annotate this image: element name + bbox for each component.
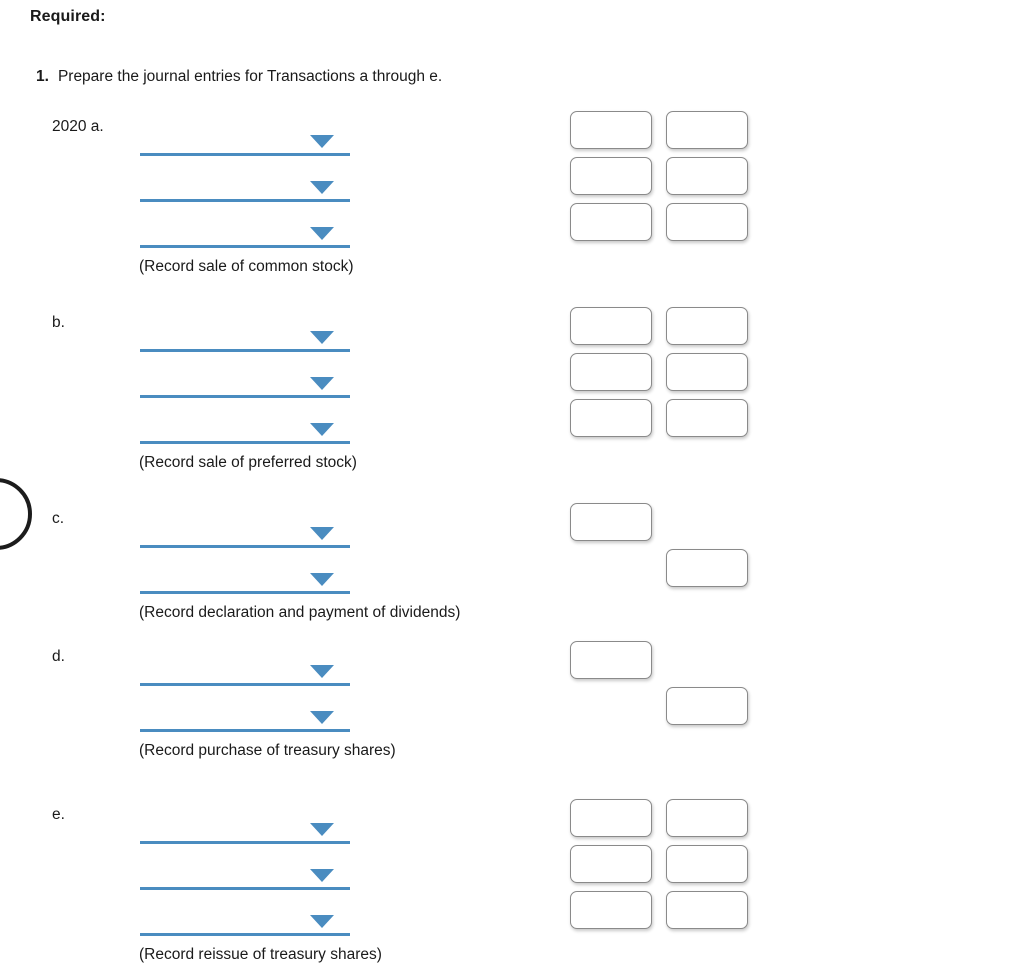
chevron-down-icon[interactable] (310, 331, 334, 344)
required-heading: Required: (30, 8, 106, 25)
debit-amount-input[interactable] (570, 399, 652, 437)
account-select[interactable] (140, 352, 350, 398)
account-select[interactable] (140, 202, 350, 248)
account-dropdown-column (140, 502, 352, 594)
chevron-down-icon[interactable] (310, 227, 334, 240)
entry-label: c. (52, 510, 65, 527)
entry-description: (Record purchase of treasury shares) (139, 742, 396, 759)
credit-amount-input[interactable] (666, 399, 748, 437)
entry-label: d. (52, 648, 65, 665)
credit-amount-input[interactable] (666, 111, 748, 149)
account-dropdown-column (140, 306, 352, 444)
credit-amount-input[interactable] (666, 307, 748, 345)
account-select[interactable] (140, 640, 350, 686)
edge-artifact-arc (0, 478, 32, 550)
entry-label: e. (52, 806, 65, 823)
debit-amount-input[interactable] (570, 157, 652, 195)
chevron-down-icon[interactable] (310, 423, 334, 436)
task-number: 1. (36, 68, 49, 85)
credit-amount-input[interactable] (666, 353, 748, 391)
account-select[interactable] (140, 398, 350, 444)
credit-amount-input[interactable] (666, 891, 748, 929)
chevron-down-icon[interactable] (310, 823, 334, 836)
account-dropdown-column (140, 640, 352, 732)
entry-description: (Record declaration and payment of divid… (139, 604, 461, 621)
account-select[interactable] (140, 156, 350, 202)
debit-amount-input[interactable] (570, 307, 652, 345)
debit-amount-input[interactable] (570, 845, 652, 883)
chevron-down-icon[interactable] (310, 665, 334, 678)
account-select[interactable] (140, 890, 350, 936)
chevron-down-icon[interactable] (310, 915, 334, 928)
credit-amount-input[interactable] (666, 157, 748, 195)
debit-amount-input[interactable] (570, 353, 652, 391)
entry-label: b. (52, 314, 65, 331)
chevron-down-icon[interactable] (310, 135, 334, 148)
account-select[interactable] (140, 306, 350, 352)
debit-amount-input[interactable] (570, 891, 652, 929)
task-text: Prepare the journal entries for Transact… (57, 68, 443, 85)
chevron-down-icon[interactable] (310, 181, 334, 194)
credit-amount-input[interactable] (666, 845, 748, 883)
credit-amount-input[interactable] (666, 687, 748, 725)
credit-amount-input[interactable] (666, 799, 748, 837)
account-select[interactable] (140, 110, 350, 156)
account-dropdown-column (140, 110, 352, 248)
credit-amount-input[interactable] (666, 203, 748, 241)
chevron-down-icon[interactable] (310, 527, 334, 540)
credit-amount-input[interactable] (666, 549, 748, 587)
chevron-down-icon[interactable] (310, 869, 334, 882)
account-dropdown-column (140, 798, 352, 936)
account-select[interactable] (140, 686, 350, 732)
chevron-down-icon[interactable] (310, 377, 334, 390)
debit-amount-input[interactable] (570, 503, 652, 541)
account-select[interactable] (140, 502, 350, 548)
account-select[interactable] (140, 844, 350, 890)
task-instruction: 1. Prepare the journal entries for Transa… (36, 68, 442, 86)
debit-amount-input[interactable] (570, 203, 652, 241)
chevron-down-icon[interactable] (310, 573, 334, 586)
entry-description: (Record reissue of treasury shares) (139, 946, 382, 963)
debit-amount-input[interactable] (570, 641, 652, 679)
debit-amount-input[interactable] (570, 111, 652, 149)
debit-amount-input[interactable] (570, 799, 652, 837)
chevron-down-icon[interactable] (310, 711, 334, 724)
entry-description: (Record sale of common stock) (139, 258, 354, 275)
account-select[interactable] (140, 548, 350, 594)
entry-label: 2020 a. (52, 118, 104, 135)
account-select[interactable] (140, 798, 350, 844)
entry-description: (Record sale of preferred stock) (139, 454, 357, 471)
